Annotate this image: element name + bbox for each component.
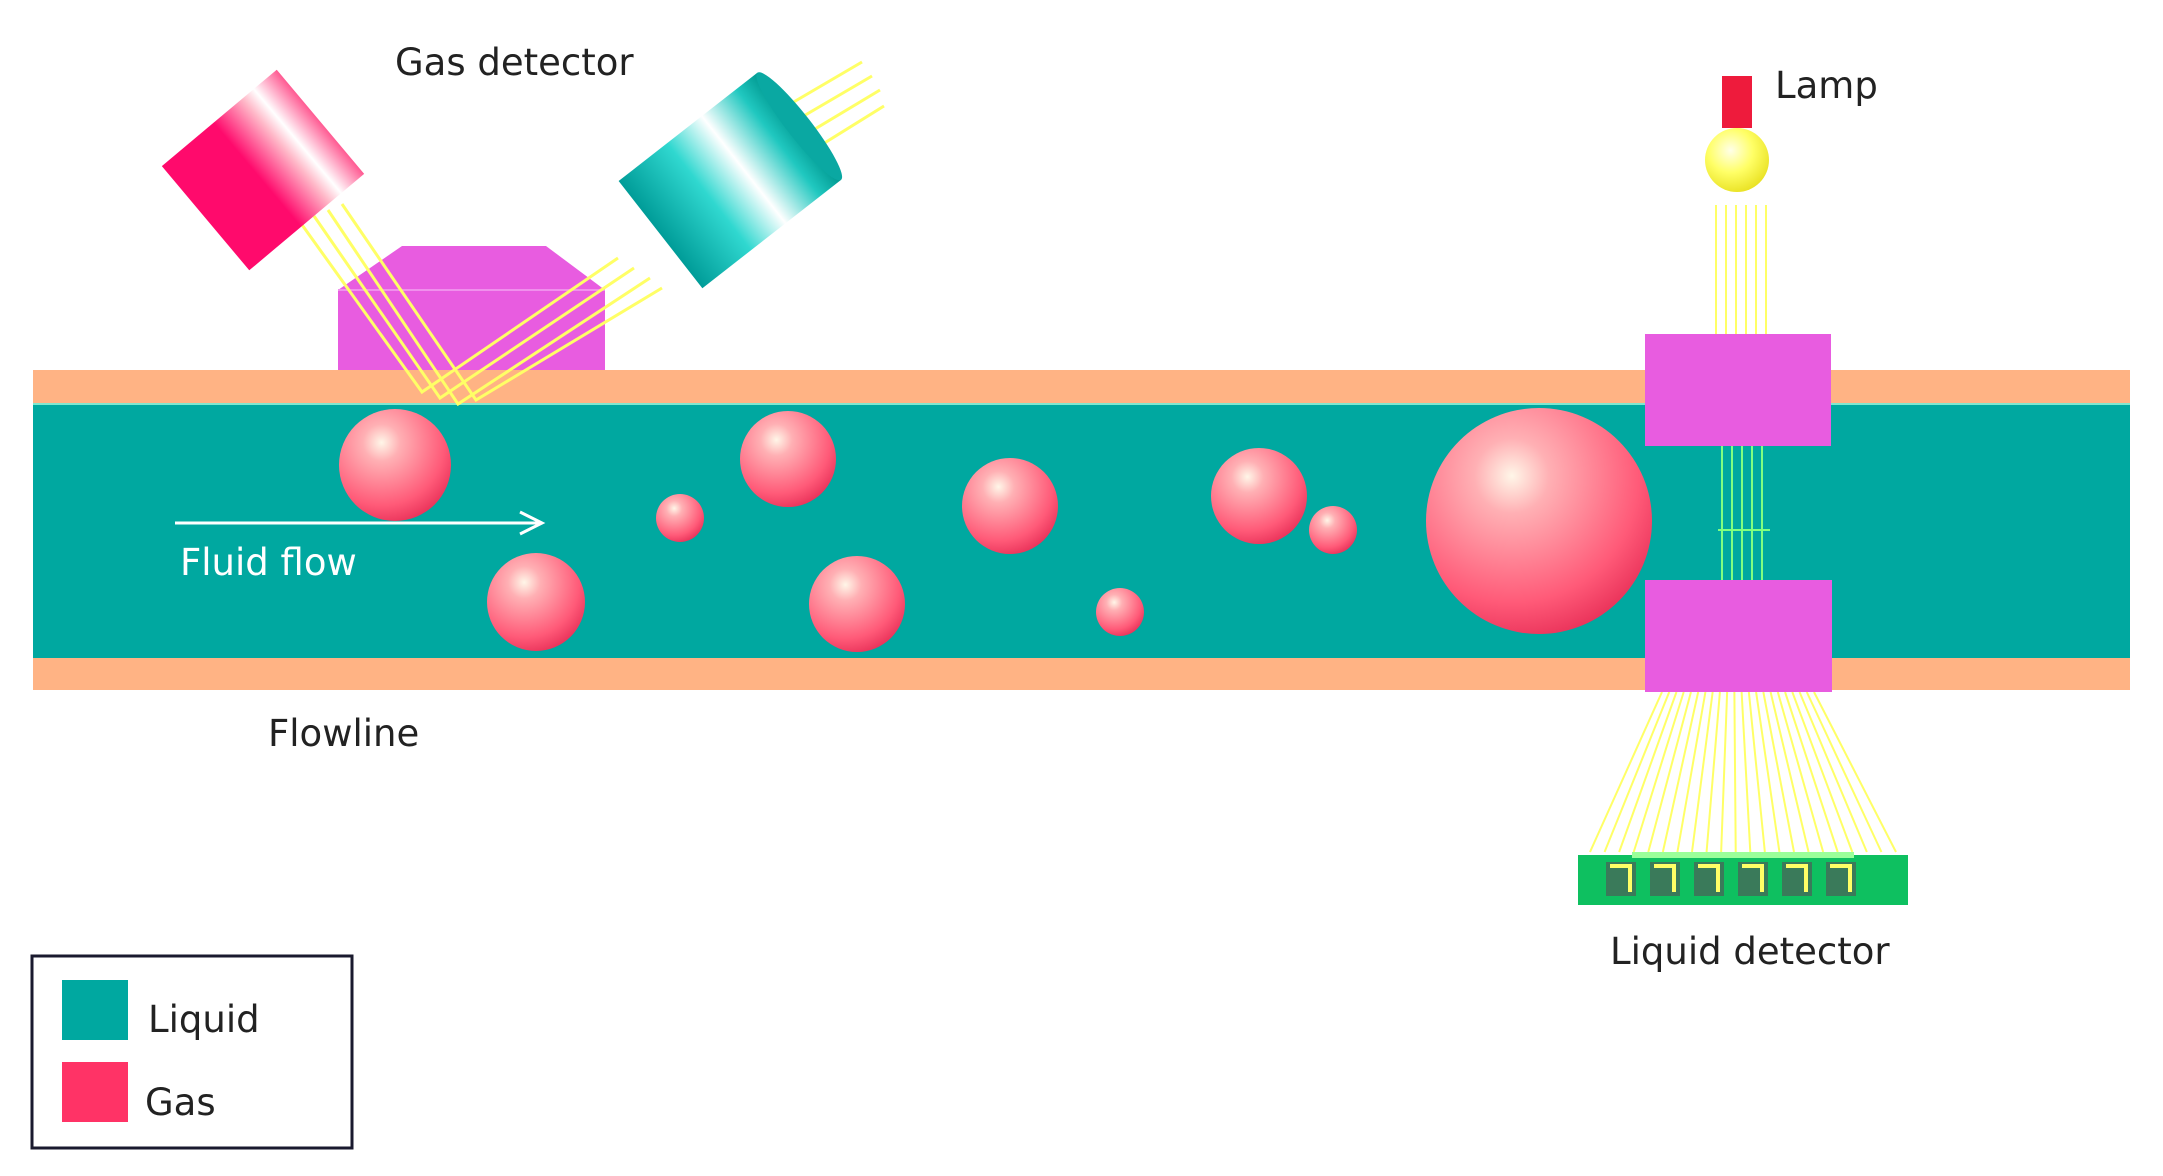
gas-bubble-icon xyxy=(1096,588,1144,636)
sensor-cell-marker xyxy=(1610,864,1632,892)
liquid-detector-board xyxy=(1578,852,1908,905)
gas-bubbles xyxy=(339,408,1652,652)
sensor-cell-marker xyxy=(1654,864,1676,892)
light-ray xyxy=(1676,691,1707,853)
lamp-base xyxy=(1722,76,1752,128)
lamp-label: Lamp xyxy=(1775,64,1878,107)
lamp-bulb xyxy=(1705,128,1769,192)
light-ray xyxy=(1798,691,1868,853)
gas-incident-rays xyxy=(298,203,663,407)
lamp-rays-upper xyxy=(1715,205,1767,334)
light-ray xyxy=(1733,691,1737,853)
light-ray xyxy=(1747,691,1766,853)
liquid-detector-label: Liquid detector xyxy=(1610,930,1890,973)
gas-bubble-icon xyxy=(487,553,585,651)
legend-label-liquid: Liquid xyxy=(148,998,260,1041)
sensor-cell-marker xyxy=(1698,864,1720,892)
gas-light-source xyxy=(161,69,365,271)
gas-bubble-icon xyxy=(656,494,704,542)
lamp-icon xyxy=(1705,76,1769,192)
light-ray xyxy=(1791,691,1854,853)
gas-detector-cylinder xyxy=(618,72,843,289)
prism xyxy=(338,246,605,370)
flow-arrow-icon xyxy=(175,510,546,536)
sensor-cell-marker xyxy=(1830,864,1852,892)
light-ray xyxy=(1720,691,1729,853)
light-ray xyxy=(1805,691,1883,853)
gas-bubble-icon xyxy=(339,409,451,521)
lamp-rays-through-liquid xyxy=(1718,446,1770,580)
optical-window-top xyxy=(1645,334,1831,446)
light-ray xyxy=(1603,691,1671,853)
light-ray xyxy=(1647,691,1692,853)
sensor-cell-marker xyxy=(1786,864,1808,892)
gas-bubble-icon xyxy=(1426,408,1652,634)
light-ray xyxy=(1740,691,1752,853)
light-ray xyxy=(1813,691,1897,853)
light-ray xyxy=(1769,691,1810,853)
light-ray xyxy=(1776,691,1825,853)
optical-window-bottom xyxy=(1645,580,1832,692)
lamp-rays-lower xyxy=(1589,691,1897,853)
gas-detector-assembly: Gas detector xyxy=(161,41,885,407)
fluid-flow-label: Fluid flow xyxy=(180,541,357,584)
light-ray xyxy=(1661,691,1700,853)
gas-bubble-icon xyxy=(1211,448,1307,544)
liquid-detector-assembly: Lamp Liquid detector xyxy=(1578,64,1908,973)
legend-swatch-liquid xyxy=(62,980,128,1040)
light-ray xyxy=(1691,691,1714,853)
gas-detector-label: Gas detector xyxy=(395,41,634,84)
gas-bubble-icon xyxy=(809,556,905,652)
light-ray xyxy=(1705,691,1721,853)
legend-label-gas: Gas xyxy=(145,1081,216,1124)
sensor-cells xyxy=(1606,862,1856,896)
light-ray xyxy=(1589,691,1663,853)
light-ray xyxy=(1762,691,1795,853)
gas-bubble-icon xyxy=(1309,506,1357,554)
flowline-label: Flowline xyxy=(268,712,419,755)
light-ray xyxy=(1784,691,1839,853)
gas-bubble-icon xyxy=(962,458,1058,554)
light-ray xyxy=(1618,691,1678,853)
legend-swatch-gas xyxy=(62,1062,128,1122)
sensor-cell-marker xyxy=(1742,864,1764,892)
light-ray xyxy=(1755,691,1781,853)
light-ray xyxy=(1632,691,1685,853)
legend: Liquid Gas xyxy=(30,954,354,1150)
gas-bubble-icon xyxy=(740,411,836,507)
